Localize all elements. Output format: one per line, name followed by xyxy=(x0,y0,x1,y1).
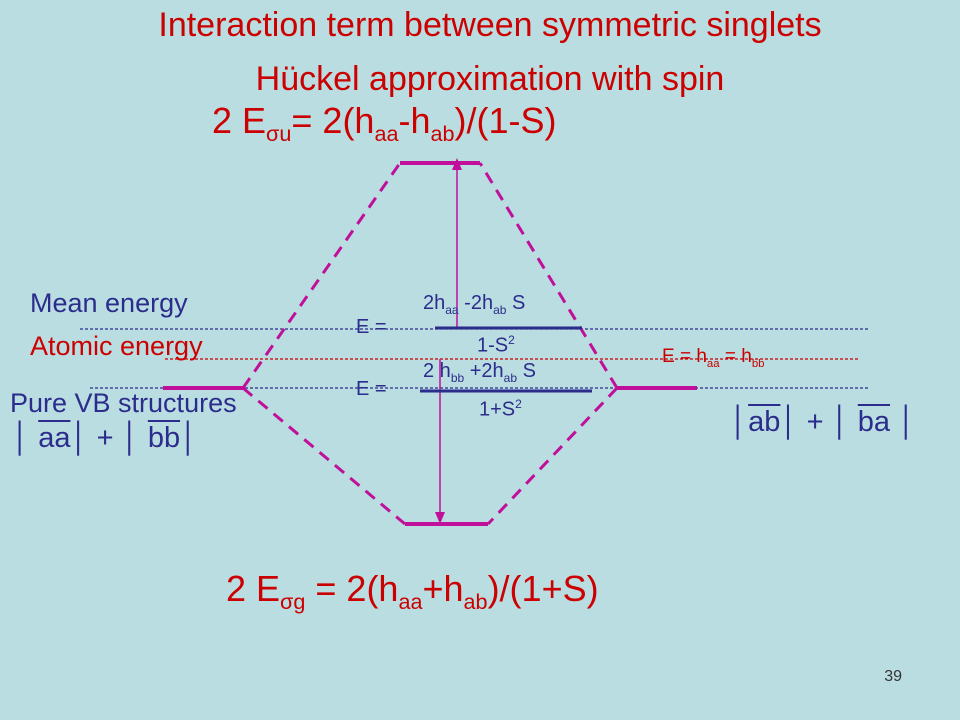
mean-energy-label: Mean energy xyxy=(30,288,188,318)
corr-right-down xyxy=(486,386,619,526)
atomic-energy-label: Atomic energy xyxy=(30,331,203,361)
arrow-up-head xyxy=(452,158,462,170)
corr-right-up xyxy=(478,162,619,389)
mean-fraction-numerator: 2haa -2hab S xyxy=(423,292,526,317)
left-vb-kets: │ aa│ + │ bb│ xyxy=(12,422,199,454)
pure-vb-label: Pure VB structures xyxy=(10,388,237,418)
title-line-2: Hückel approximation with spin xyxy=(255,60,725,98)
atomic-fraction-denominator: 1+S2 xyxy=(479,397,522,421)
corr-left-up xyxy=(241,162,402,389)
right-vb-kets: │ab│ + │ ba │ xyxy=(730,406,917,438)
formula-sigma-u: 2 Eσu= 2(haa-hab)/(1-S) xyxy=(212,100,557,147)
formula-sigma-g: 2 Eσg = 2(haa+hab)/(1+S) xyxy=(226,568,599,615)
atomic-fraction-numerator: 2 hbb +2hab S xyxy=(423,360,536,385)
page-number: 39 xyxy=(884,668,902,685)
right-energy-formula: E = haa = hbb xyxy=(662,346,765,370)
mean-fraction-denominator: 1-S2 xyxy=(477,333,515,357)
arrow-down-head xyxy=(435,512,445,524)
corr-left-down xyxy=(242,386,406,526)
title-line-1: Interaction term between symmetric singl… xyxy=(158,6,822,44)
mean-fraction-lhs: E = xyxy=(356,316,387,338)
atomic-fraction-lhs: E = xyxy=(356,378,387,400)
